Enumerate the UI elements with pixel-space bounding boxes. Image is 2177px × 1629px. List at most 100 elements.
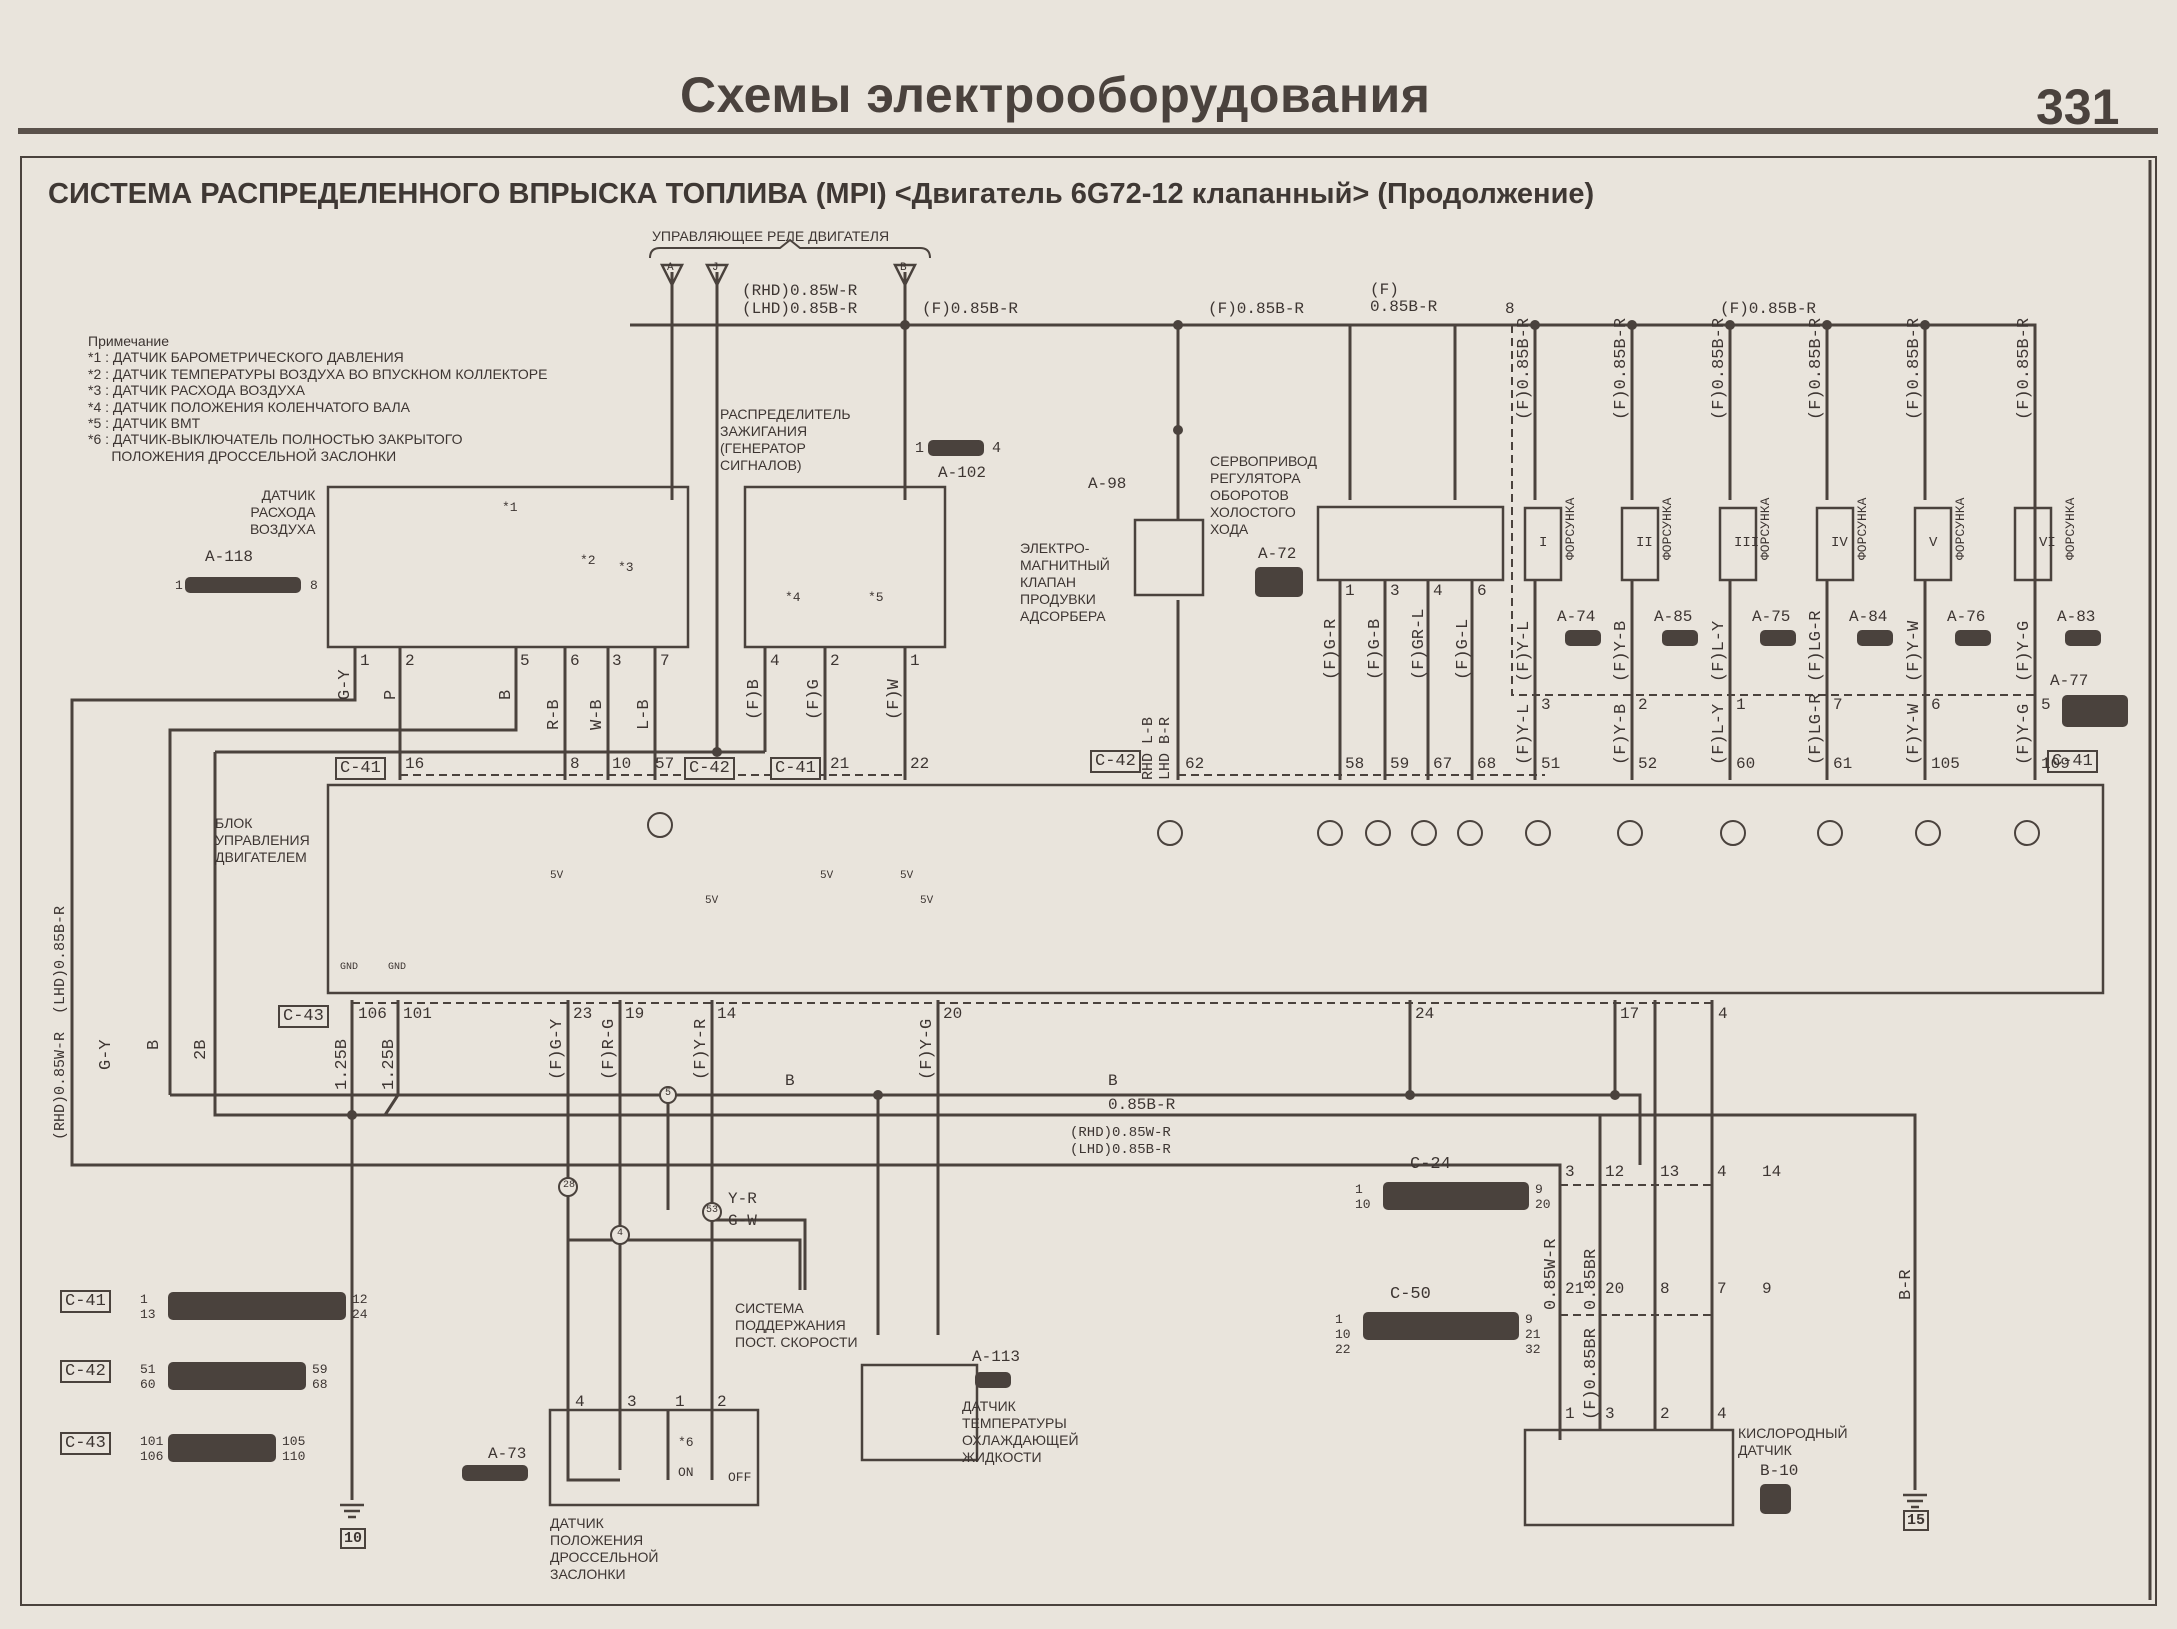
afs-box — [326, 485, 690, 649]
bus-label: (F) 0.85B-R — [1370, 281, 1438, 316]
distributor-label: РАСПРЕДЕЛИТЕЛЬ ЗАЖИГАНИЯ (ГЕНЕРАТОР СИГН… — [720, 406, 851, 473]
connector-tag: C-41 — [60, 1290, 111, 1313]
wire-label: 0.85BR — [1582, 1248, 1601, 1310]
five-volt-label: 5V — [705, 895, 719, 907]
tps-mark: *6 — [678, 1435, 694, 1450]
pin-number: 4 — [575, 1393, 585, 1411]
injector-label: ФОРСУНКА — [1855, 497, 1870, 560]
bus-label: (F)0.85B-R — [1208, 300, 1305, 318]
ecu-pin: 8 — [570, 755, 580, 773]
o2-connector-id: B-10 — [1760, 1462, 1799, 1480]
ground-point-10: 10 — [340, 1528, 367, 1549]
ecu-pin: 10 — [612, 755, 632, 773]
coolant-connector-id: A-113 — [972, 1348, 1021, 1366]
wire-label: (F)W — [885, 679, 904, 720]
injector-number: IV — [1831, 535, 1848, 551]
isc-connector-icon — [1255, 567, 1303, 597]
page-number: 331 — [2036, 79, 2120, 135]
bus-label: (F)0.85B-R — [1720, 300, 1817, 318]
pin-number: 59 — [312, 1362, 328, 1377]
connector-icon — [168, 1434, 276, 1462]
wire-label: (F)0.85B-R — [1515, 317, 1534, 420]
ecu-pin: 101 — [403, 1005, 432, 1023]
pin-number: 2 — [405, 652, 415, 670]
pin-number: 106 — [140, 1449, 164, 1464]
ecu-pin: 14 — [717, 1005, 737, 1023]
injector-connector-id: A-85 — [1654, 608, 1693, 626]
five-volt-label: 5V — [920, 895, 934, 907]
injector-connector-id: A-84 — [1849, 608, 1888, 626]
injector-connector-icon — [1760, 630, 1796, 646]
ecu-pin: 58 — [1345, 755, 1365, 773]
connector-id: C-24 — [1410, 1155, 1451, 1174]
purge-valve-box — [1133, 518, 1205, 597]
gnd-label: GND — [340, 962, 359, 973]
wire-label: (F)G — [805, 679, 824, 720]
note-item: *2 : ДАТЧИК ТЕМПЕРАТУРЫ ВОЗДУХА ВО ВПУСК… — [88, 365, 548, 382]
afs-connector-id: A-118 — [205, 548, 254, 566]
wire-label: RHD L-B LHD B-R — [1140, 716, 1174, 780]
dashed-injector-harness — [1511, 325, 2035, 696]
wire-label: P — [382, 689, 401, 700]
wire-label: B-R — [1897, 1269, 1916, 1300]
pin-number: 9 — [1762, 1280, 1772, 1298]
connector-icon — [168, 1362, 306, 1390]
distributor-mark: *5 — [868, 590, 884, 605]
wire-label: (F)G-R — [1322, 618, 1341, 680]
isc-box — [1316, 505, 1505, 582]
wire-label: B — [497, 689, 516, 700]
pin-number: 105 — [282, 1434, 306, 1449]
wire-label: (RHD)0.85W-R (LHD)0.85B-R — [52, 905, 69, 1140]
pin-number: 1 — [1736, 696, 1746, 714]
wire-label: B — [1108, 1072, 1118, 1090]
connector-tag: C-41 — [770, 757, 821, 780]
injector-connector-id: A-75 — [1752, 608, 1791, 626]
injector-number: I — [1539, 535, 1548, 551]
pin-number: 3 — [1605, 1405, 1615, 1423]
isc-label: СЕРВОПРИВОД РЕГУЛЯТОРА ОБОРОТОВ ХОЛОСТОГ… — [1210, 453, 1317, 537]
distributor-box — [743, 485, 947, 649]
five-volt-label: 5V — [550, 870, 564, 882]
pin-number: 32 — [1525, 1342, 1541, 1357]
ground-point-15: 15 — [1903, 1510, 1930, 1531]
wire-label: (F)GR-L — [1410, 608, 1429, 680]
o2-sensor-box — [1523, 1428, 1735, 1527]
connector-tag: C-41 — [2047, 750, 2098, 773]
pin-number: 10 — [1355, 1197, 1371, 1212]
ecu-pin: 60 — [1736, 755, 1756, 773]
distributor-pin-left: 1 — [915, 440, 925, 457]
wire-label: (F)Y-B — [1612, 620, 1631, 682]
ecu-pin: 19 — [625, 1005, 645, 1023]
wire-label: (F)Y-G — [918, 1018, 937, 1080]
note-item: *4 : ДАТЧИК ПОЛОЖЕНИЯ КОЛЕНЧАТОГО ВАЛА — [88, 398, 410, 415]
afs-label: ДАТЧИК РАСХОДА ВОЗДУХА — [250, 487, 316, 537]
afs-pin-left: 1 — [175, 578, 183, 593]
bus-label-rhd: (RHD)0.85W-R — [742, 282, 858, 300]
wire-label: (F)LG-R — [1807, 610, 1826, 682]
connector-tag: C-42 — [684, 757, 735, 780]
distributor-connector-id: A-102 — [938, 464, 987, 482]
cruise-wire: Y-R — [728, 1190, 757, 1208]
injector-connector-icon — [1662, 630, 1698, 646]
five-volt-label: 5V — [820, 870, 834, 882]
pin-number: 2 — [717, 1393, 727, 1411]
pin-number: 1 — [1355, 1182, 1363, 1197]
wire-label: 2B — [192, 1039, 211, 1060]
tps-connector-id: A-73 — [488, 1445, 527, 1463]
relay-label: УПРАВЛЯЮЩЕЕ РЕЛЕ ДВИГАТЕЛЯ — [652, 228, 890, 244]
afs-connector-icon — [185, 577, 301, 593]
injector-label: ФОРСУНКА — [1758, 497, 1773, 560]
pin-number: 20 — [1535, 1197, 1551, 1212]
wire-label: B — [785, 1072, 795, 1090]
pin-number: 13 — [1660, 1163, 1680, 1181]
connector-tag: C-43 — [278, 1005, 329, 1028]
wire-label: (F)0.85BR — [1582, 1328, 1601, 1420]
pin-number: 14 — [1762, 1163, 1782, 1181]
tps-connector-icon — [462, 1465, 528, 1481]
junction-number: 8 — [1505, 300, 1515, 318]
afs-pin-right: 8 — [310, 578, 318, 593]
pin-number: 110 — [282, 1449, 306, 1464]
distributor-mark: *4 — [785, 590, 801, 605]
wire-label: (F)Y-L — [1515, 703, 1534, 765]
